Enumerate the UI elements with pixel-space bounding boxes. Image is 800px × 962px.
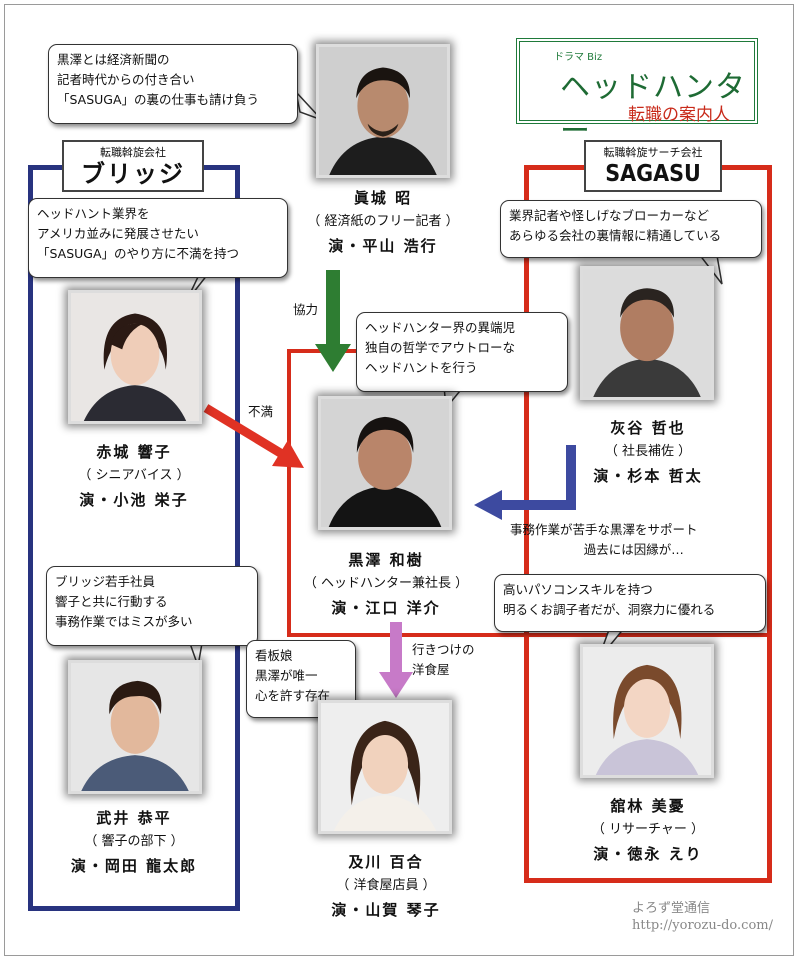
bubble-line: 独自の哲学でアウトローな — [365, 340, 516, 355]
person-role: （ 社長補佐 ） — [604, 444, 692, 459]
credit-url: http://yorozu-do.com/ — [632, 918, 773, 933]
portrait-majiro-icon — [319, 47, 447, 175]
relation-note-line: 洋食屋 — [412, 662, 450, 677]
bridge-group-type: 転職斡旋会社 — [100, 146, 166, 159]
person-role: （ 洋食屋店員 ） — [336, 878, 436, 893]
person-name: 灰谷 哲也 — [610, 419, 686, 437]
person-tatebayashi: 舘林 美憂 （ リサーチャー ） 演・徳永 えり — [560, 794, 736, 866]
sagasu-group-name: SAGASU — [605, 161, 701, 187]
sagasu-group-type: 転職斡旋サーチ会社 — [603, 146, 703, 159]
person-actor: 演・杉本 哲太 — [593, 467, 703, 485]
portrait-akagi-icon — [71, 293, 199, 421]
sagasu-group-label: 転職斡旋サーチ会社 SAGASU — [584, 140, 722, 192]
bubble-line: 記者時代からの付き合い — [57, 72, 195, 87]
person-akagi: 赤城 響子 （ シニアバイス ） 演・小池 栄子 — [44, 440, 224, 512]
relation-note-line: 行きつけの — [412, 642, 475, 657]
bubble-line: あらゆる会社の裏情報に精通している — [509, 228, 722, 243]
person-name: 及川 百合 — [348, 853, 424, 871]
arrow-majiro-kurosawa — [315, 270, 351, 372]
relation-note-restaurant: 行きつけの 洋食屋 — [412, 640, 475, 680]
bubble-line: 明るくお調子者だが、洞察力に優れる — [503, 602, 716, 617]
bubble-line: ブリッジ若手社員 — [55, 574, 156, 589]
bubble-haiya: 業界記者や怪しげなブローカーなど あらゆる会社の裏情報に精通している — [500, 200, 762, 258]
person-takei: 武井 恭平 （ 響子の部下 ） 演・岡田 龍太郎 — [44, 806, 224, 878]
bubble-line: 黒澤が唯一 — [255, 668, 318, 683]
relation-note-haiya: 事務作業が苦手な黒澤をサポート 過去には因縁が… — [510, 520, 698, 560]
diagram-frame — [4, 4, 794, 956]
sagasu-inner-line-bottom — [287, 633, 772, 637]
arrow-kurosawa-oikawa — [379, 622, 413, 698]
title-subtitle: 転職の案内人 — [628, 105, 730, 125]
bubble-line: 看板娘 — [255, 648, 293, 663]
person-name: 黒澤 和樹 — [348, 551, 424, 569]
bubble-kurosawa: ヘッドハンター界の異端児 独自の哲学でアウトローな ヘッドハントを行う — [356, 312, 568, 392]
site-credit: よろず堂通信 http://yorozu-do.com/ — [632, 900, 773, 934]
bubble-line: ヘッドハントを行う — [365, 360, 478, 375]
portrait-akagi — [68, 290, 202, 424]
credit-site-name: よろず堂通信 — [632, 901, 711, 916]
portrait-haiya-icon — [583, 269, 711, 397]
bubble-majiro: 黒澤とは経済新聞の 記者時代からの付き合い 「SASUGA」の裏の仕事も請け負う — [48, 44, 298, 124]
bubble-line: 黒澤とは経済新聞の — [57, 52, 170, 67]
portrait-majiro — [316, 44, 450, 178]
drama-title-box: ドラマ Biz ヘッドハンター 転職の案内人 — [516, 38, 758, 149]
bubble-line: 「SASUGA」の裏の仕事も請け負う — [57, 92, 260, 107]
bubble-line: ヘッドハンター界の異端児 — [365, 320, 516, 335]
person-role: （ 経済紙のフリー記者 ） — [307, 214, 459, 229]
person-name: 舘林 美憂 — [610, 797, 686, 815]
relation-label-dissatisfaction: 不満 — [248, 404, 274, 419]
portrait-oikawa — [318, 700, 452, 834]
person-role: （ ヘッドハンター兼社長 ） — [303, 576, 469, 591]
relation-note-line: 過去には因縁が… — [583, 542, 684, 557]
person-oikawa: 及川 百合 （ 洋食屋店員 ） 演・山賀 琴子 — [298, 850, 474, 922]
portrait-tatebayashi — [580, 644, 714, 778]
person-name: 眞城 昭 — [353, 189, 413, 207]
person-role: （ シニアバイス ） — [78, 468, 190, 483]
person-name: 武井 恭平 — [96, 809, 172, 827]
bubble-line: 高いパソコンスキルを持つ — [503, 582, 653, 597]
person-role: （ 響子の部下 ） — [84, 834, 184, 849]
portrait-tatebayashi-icon — [583, 647, 711, 775]
bubble-line: 事務作業ではミスが多い — [55, 614, 193, 629]
title-main: ヘッドハンター — [560, 70, 746, 149]
person-actor: 演・山賀 琴子 — [331, 901, 441, 919]
bridge-group-label: 転職斡旋会社 ブリッジ — [62, 140, 204, 192]
bubble-line: 心を許す存在 — [255, 688, 331, 703]
sagasu-inner-line-left — [287, 349, 291, 637]
person-actor: 演・平山 浩行 — [328, 237, 438, 255]
person-majiro: 眞城 昭 （ 経済紙のフリー記者 ） 演・平山 浩行 — [298, 186, 468, 258]
relation-label-cooperation: 協力 — [293, 302, 319, 317]
bubble-tail-majiro — [294, 89, 323, 121]
portrait-takei — [68, 660, 202, 794]
bubble-takei: ブリッジ若手社員 響子と共に行動する 事務作業ではミスが多い — [46, 566, 258, 646]
portrait-takei-icon — [71, 663, 199, 791]
person-haiya: 灰谷 哲也 （ 社長補佐 ） 演・杉本 哲太 — [560, 416, 736, 488]
person-kurosawa: 黒澤 和樹 （ ヘッドハンター兼社長 ） 演・江口 洋介 — [296, 548, 476, 620]
person-name: 赤城 響子 — [96, 443, 172, 461]
person-actor: 演・徳永 えり — [593, 845, 703, 863]
relation-note-line: 事務作業が苦手な黒澤をサポート — [510, 522, 698, 537]
person-role: （ リサーチャー ） — [591, 822, 705, 837]
bridge-group-name: ブリッジ — [81, 159, 185, 188]
bubble-akagi: ヘッドハント業界を アメリカ並みに発展させたい 「SASUGA」のやり方に不満を… — [28, 198, 288, 278]
portrait-kurosawa — [318, 396, 452, 530]
portrait-kurosawa-icon — [321, 399, 449, 527]
title-prefix: ドラマ Biz — [554, 52, 603, 63]
portrait-haiya — [580, 266, 714, 400]
bubble-line: 業界記者や怪しげなブローカーなど — [509, 208, 710, 223]
bubble-line: 「SASUGA」のやり方に不満を持つ — [37, 246, 240, 261]
person-actor: 演・岡田 龍太郎 — [70, 857, 198, 875]
arrow-akagi-kurosawa — [203, 404, 304, 468]
bubble-tatebayashi: 高いパソコンスキルを持つ 明るくお調子者だが、洞察力に優れる — [494, 574, 766, 632]
arrow-haiya-kurosawa — [474, 445, 576, 520]
person-actor: 演・江口 洋介 — [331, 599, 441, 617]
bubble-line: アメリカ並みに発展させたい — [37, 226, 199, 241]
bubble-line: 響子と共に行動する — [55, 594, 168, 609]
portrait-oikawa-icon — [321, 703, 449, 831]
bubble-line: ヘッドハント業界を — [37, 206, 150, 221]
person-actor: 演・小池 栄子 — [79, 491, 189, 509]
